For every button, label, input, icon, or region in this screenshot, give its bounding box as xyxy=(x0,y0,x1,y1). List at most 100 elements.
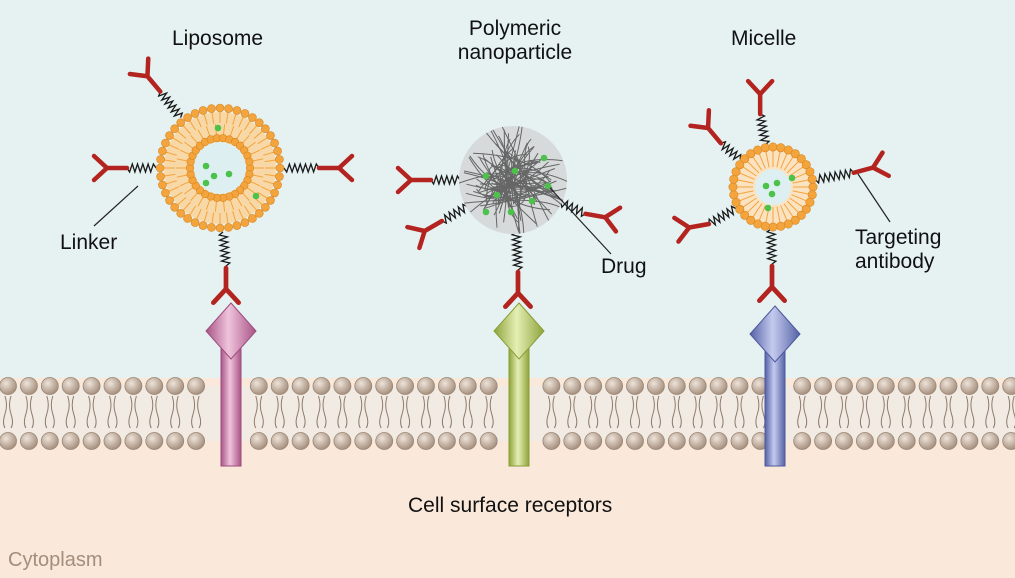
polymeric-nanoparticle-title: Polymeric nanoparticle xyxy=(440,17,590,65)
liposome-tail xyxy=(205,125,211,137)
liposome-tail xyxy=(222,124,226,136)
lipid-head xyxy=(187,432,206,450)
liposome-head xyxy=(215,223,225,233)
liposome-tail xyxy=(184,141,194,150)
micelle-tail xyxy=(789,197,805,208)
lipid-tails xyxy=(65,395,76,429)
micelle-title: Micelle xyxy=(731,27,797,50)
polymer-strand xyxy=(495,133,520,228)
lipid-tails xyxy=(483,395,494,429)
antibody xyxy=(688,108,724,146)
liposome-head xyxy=(248,214,257,223)
antibody-arms xyxy=(316,153,355,183)
liposome-head xyxy=(232,106,242,115)
lipid-head xyxy=(626,432,644,450)
micelle-tail xyxy=(758,152,766,169)
lipid-head xyxy=(40,432,59,450)
drug-molecule xyxy=(540,154,548,162)
lipid-head xyxy=(876,432,895,450)
lipid-tails xyxy=(170,395,181,429)
lipid-head xyxy=(249,377,268,395)
polymer-strand xyxy=(498,142,528,197)
lipid-tails xyxy=(316,395,327,429)
polymer-strand xyxy=(479,158,537,224)
antibody-arms xyxy=(127,56,163,94)
micelle-tail xyxy=(789,166,805,177)
antibody-arms xyxy=(503,269,533,310)
liposome-head xyxy=(254,118,264,127)
polymer-strand xyxy=(459,199,560,208)
lipid-head xyxy=(960,377,979,395)
lipid-head xyxy=(437,377,456,395)
antibody-arms xyxy=(91,153,130,183)
liposome-head xyxy=(224,104,233,113)
micelle-tail xyxy=(746,160,760,174)
lipid-tails xyxy=(191,395,202,429)
liposome-tail xyxy=(197,129,204,140)
micelle-head xyxy=(753,145,763,155)
drug-molecule xyxy=(762,182,770,190)
micelle-head xyxy=(760,221,770,231)
linker-leader-line xyxy=(93,185,139,227)
polymeric-title-line1: Polymeric xyxy=(468,17,562,40)
drug-molecule xyxy=(202,179,210,187)
antibody-arms xyxy=(851,150,891,179)
liposome-head xyxy=(248,113,257,122)
micelle-tail xyxy=(738,172,755,180)
lipid-head xyxy=(960,432,979,450)
lipid-head xyxy=(918,432,937,450)
lipid-head xyxy=(730,432,749,450)
lipid-head xyxy=(103,377,122,395)
lipid-head xyxy=(647,432,665,450)
linker xyxy=(510,231,524,271)
lipid-tails xyxy=(1006,395,1015,429)
micelle-head xyxy=(735,160,745,170)
drug-molecule xyxy=(214,124,222,132)
linker xyxy=(217,231,232,267)
lipid-head xyxy=(333,432,352,450)
lipid-head xyxy=(730,377,749,395)
polymer-matrix xyxy=(459,126,567,234)
antibody-arms xyxy=(395,165,434,195)
micelle-head xyxy=(783,219,793,229)
antibody-arms xyxy=(757,263,787,304)
liposome-head xyxy=(270,138,279,148)
lipid-tails xyxy=(44,395,55,429)
liposome-tail xyxy=(190,192,199,202)
lipid-tails xyxy=(149,395,160,429)
liposome-head xyxy=(176,118,186,127)
micelle-head xyxy=(746,149,756,159)
lipid-head xyxy=(396,432,415,450)
liposome-head xyxy=(207,223,216,232)
polymeric-title-line2: nanoparticle xyxy=(457,41,573,64)
lipid-head xyxy=(19,377,38,395)
micelle-core xyxy=(755,169,791,205)
micelle-tail xyxy=(741,166,757,177)
lipid-head xyxy=(417,432,435,450)
polymer-strand xyxy=(484,161,537,191)
lipid-tails xyxy=(630,395,640,429)
lipid-head xyxy=(145,377,164,395)
lipid-head xyxy=(270,377,289,395)
liposome-tail xyxy=(214,200,218,212)
cell-surface-receptors xyxy=(205,302,801,467)
drug-leader-line xyxy=(549,187,612,255)
micelle-head xyxy=(768,142,778,152)
lipid-head xyxy=(793,377,812,395)
lipid-tails xyxy=(421,395,431,429)
liposome-head xyxy=(232,221,242,230)
targeting-antibody-label: Targeting antibody xyxy=(855,226,941,274)
liposome-head xyxy=(165,131,174,140)
liposome-head xyxy=(190,109,200,118)
lipid-head xyxy=(626,377,644,395)
drug-molecule xyxy=(202,162,210,170)
lipid-head xyxy=(333,377,352,395)
polymer-strand xyxy=(499,162,538,198)
micelle-head xyxy=(807,190,817,200)
lipid-tails xyxy=(588,395,599,429)
lipid-tails xyxy=(609,395,620,429)
liposome-head xyxy=(261,202,270,212)
liposome-tail xyxy=(197,196,204,207)
lipid-head xyxy=(396,377,415,395)
lipid-head xyxy=(876,377,895,395)
